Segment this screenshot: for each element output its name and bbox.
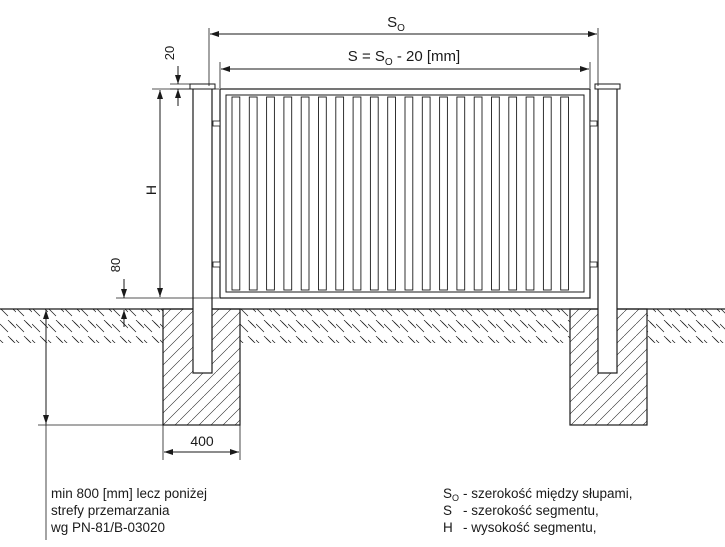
- fence-picket: [491, 96, 500, 291]
- depth-note-line-3: wg PN-81/B-03020: [51, 520, 166, 535]
- svg-text:S = SO - 20 [mm]: S = SO - 20 [mm]: [348, 48, 460, 68]
- so-label: S: [387, 14, 397, 31]
- so-subscript: O: [397, 23, 405, 34]
- dimension-depth: [38, 310, 163, 540]
- left-post: [189, 83, 216, 374]
- fence-picket: [439, 96, 448, 291]
- dimension-bottom-gap: 80: [108, 258, 152, 327]
- legend-row-so: SO- szerokość między słupami,: [443, 485, 633, 503]
- foundation-width-label: 400: [190, 433, 214, 449]
- fence-picket: [318, 96, 327, 291]
- fence-picket: [352, 96, 362, 291]
- svg-text:SO: SO: [387, 14, 405, 34]
- dimension-top-gap: 20: [162, 46, 219, 106]
- legend-text: - szerokość między słupami,: [463, 486, 633, 501]
- fence-picket: [248, 96, 258, 291]
- bottom-gap-label: 80: [108, 258, 123, 272]
- legend-subscript: O: [452, 493, 460, 503]
- bracket: [589, 120, 598, 127]
- fence-picket: [300, 96, 310, 291]
- s-formula-sub: O: [385, 57, 393, 68]
- fence-picket: [456, 96, 466, 291]
- fence-picket: [369, 96, 379, 291]
- dimension-foundation-width: 400: [162, 425, 241, 460]
- fence-picket: [387, 96, 396, 291]
- fence-picket: [335, 96, 345, 291]
- depth-note-line-1: min 800 [mm] lecz poniżej: [51, 486, 208, 501]
- fence-panel: [212, 88, 598, 299]
- ground-surface: [0, 308, 725, 343]
- depth-note: min 800 [mm] lecz poniżej strefy przemar…: [51, 485, 207, 536]
- fence-picket: [283, 96, 293, 291]
- fence-pickets: [231, 96, 569, 291]
- fence-picket: [525, 96, 535, 291]
- legend-text: - wysokość segmentu,: [463, 520, 597, 535]
- top-gap-label: 20: [162, 46, 177, 60]
- height-label: H: [143, 185, 159, 195]
- right-post: [594, 83, 621, 374]
- legend-symbol: H: [443, 520, 453, 535]
- fence-picket: [421, 96, 431, 291]
- legend-symbol: S: [443, 486, 453, 501]
- fence-picket: [231, 96, 241, 291]
- dimension-so: SO: [208, 14, 599, 86]
- bracket: [212, 261, 221, 268]
- legend: SO- szerokość między słupami, S - szeroko…: [443, 485, 633, 536]
- fence-picket: [508, 96, 518, 291]
- bracket: [212, 120, 221, 127]
- dimension-s: S = SO - 20 [mm]: [219, 48, 591, 88]
- fence-picket: [266, 96, 275, 291]
- legend-symbol: S: [443, 503, 453, 518]
- fence-picket: [404, 96, 414, 291]
- legend-row-s: S - szerokość segmentu,: [443, 502, 633, 519]
- s-formula-pre: S = S: [348, 48, 385, 65]
- s-formula-post: - 20 [mm]: [393, 48, 461, 65]
- depth-note-line-2: strefy przemarzania: [51, 503, 170, 518]
- fence-picket: [560, 96, 569, 291]
- dimension-height: H: [143, 88, 219, 299]
- fence-picket: [542, 96, 552, 291]
- legend-row-h: H - wysokość segmentu,: [443, 519, 633, 536]
- legend-text: - szerokość segmentu,: [463, 503, 599, 518]
- fence-picket: [473, 96, 483, 291]
- bracket: [589, 261, 598, 268]
